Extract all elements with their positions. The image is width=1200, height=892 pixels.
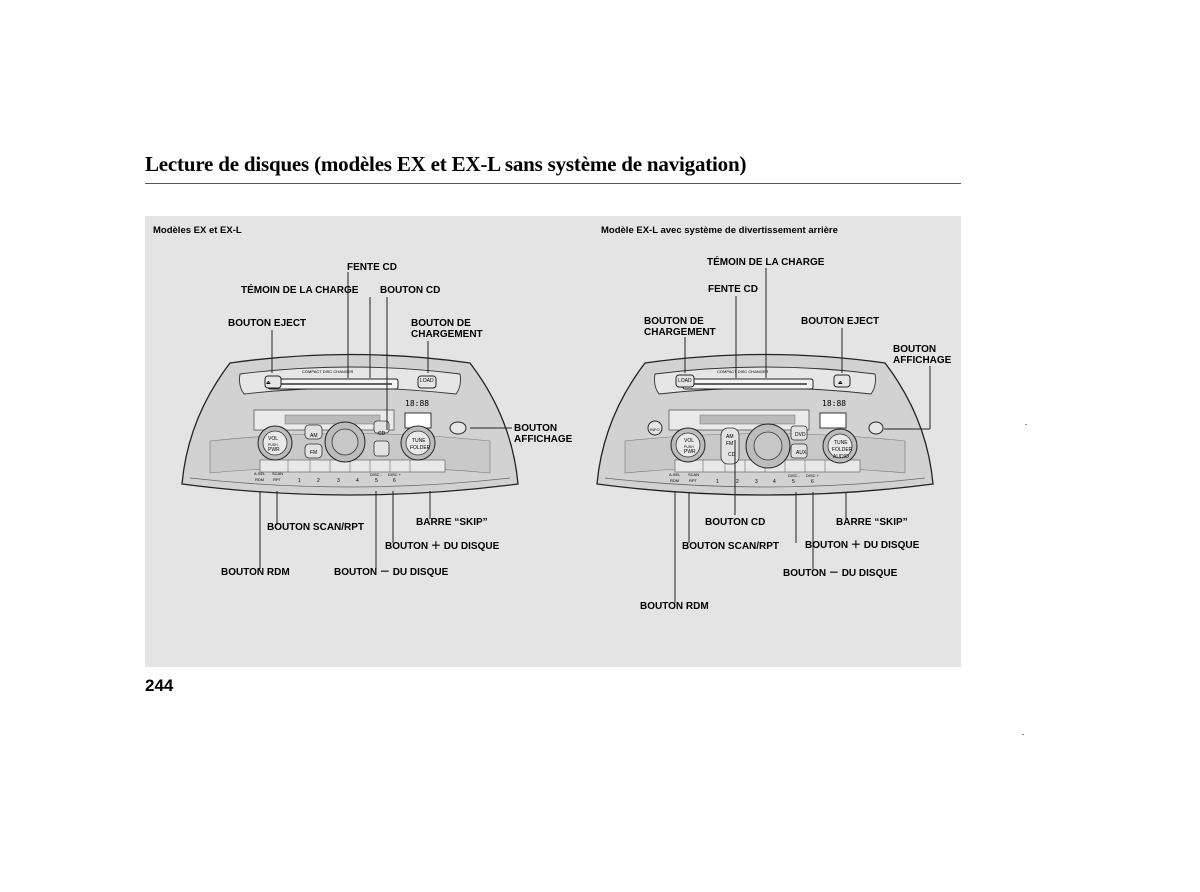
right-radio-vol: VOL <box>684 438 695 444</box>
left-radio-fm: FM <box>310 450 318 456</box>
title-rule <box>145 183 961 184</box>
right-radio-folder: FOLDER <box>832 447 853 453</box>
left-radio-preset-6: 6 <box>393 478 396 484</box>
left-label-bouton-cd: BOUTON CD <box>380 285 441 296</box>
right-label-eject: BOUTON EJECT <box>801 316 880 327</box>
right-radio-rpt: RPT <box>689 478 697 483</box>
right-label-disc-minus: BOUTON － DU DISQUE <box>783 568 898 579</box>
left-radio-push: PUSH <box>268 443 278 447</box>
scan-mark <box>1025 424 1027 425</box>
left-radio-preset-4: 4 <box>356 478 359 484</box>
right-radio-preset-2: 2 <box>736 479 739 485</box>
left-radio-disc-minus: DISC - <box>370 472 382 477</box>
left-radio-pwr: PWR <box>268 447 280 453</box>
left-radio-rpt: RPT <box>273 477 281 482</box>
left-label-temoin: TÉMOIN DE LA CHARGE <box>241 285 359 296</box>
left-label-chargement-1: BOUTON DE <box>411 318 471 329</box>
right-radio-disc-minus: DISC - <box>788 473 800 478</box>
right-radio-eject-glyph: ⏏ <box>838 380 843 386</box>
right-radio-cd: CD <box>728 452 736 458</box>
left-figure-caption: Modèles EX et EX-L <box>153 225 242 236</box>
right-label-affichage-1: BOUTON <box>893 344 937 355</box>
right-figure-caption: Modèle EX-L avec système de divertisseme… <box>601 225 838 236</box>
right-radio-audio: AUDIO <box>833 454 849 460</box>
left-label-rdm: BOUTON RDM <box>221 567 290 578</box>
left-callout-lines <box>259 272 512 569</box>
right-label-scan: BOUTON SCAN/RPT <box>682 541 780 552</box>
left-radio-vol: VOL <box>268 436 279 442</box>
right-radio-am: AM <box>726 434 734 440</box>
left-radio-preset-1: 1 <box>298 478 301 484</box>
left-label-disc-minus: BOUTON － DU DISQUE <box>334 567 449 578</box>
right-label-disc-plus: BOUTON ＋ DU DISQUE <box>805 540 920 551</box>
left-radio-am: AM <box>310 433 318 439</box>
scan-mark <box>1022 734 1024 735</box>
right-radio-aux: AUX <box>796 450 807 456</box>
left-radio-load: LOAD <box>420 378 434 384</box>
right-label-fente-cd: FENTE CD <box>708 284 758 295</box>
left-radio-preset-3: 3 <box>337 478 340 484</box>
right-radio-preset-4: 4 <box>773 479 776 485</box>
left-label-barre: BARRE “SKIP” <box>416 517 488 528</box>
left-radio-eject-glyph: ⏏ <box>266 380 271 386</box>
page-number: 244 <box>145 676 174 695</box>
left-radio-unit <box>181 353 519 496</box>
right-label-affichage-2: AFFICHAGE <box>893 355 952 366</box>
right-radio-preset-6: 6 <box>811 479 814 485</box>
right-radio-tune: TUNE <box>834 440 848 446</box>
left-radio-cd: CD <box>378 431 386 437</box>
left-radio-folder: FOLDER <box>410 445 431 451</box>
right-radio-rdm: RDM <box>670 478 680 483</box>
left-label-affichage-2: AFFICHAGE <box>514 434 573 445</box>
right-radio-scan: SCAN <box>688 472 700 477</box>
right-callout-lines <box>674 268 931 603</box>
right-radio-fm: FM <box>726 441 734 447</box>
right-radio-dvd: DVD <box>795 432 806 438</box>
left-radio-asel: A.SEL <box>254 471 266 476</box>
left-label-scan: BOUTON SCAN/RPT <box>267 522 365 533</box>
left-radio-disc-plus: DISC + <box>388 472 402 477</box>
right-radio-preset-5: 5 <box>792 479 795 485</box>
left-label-disc-plus: BOUTON ＋ DU DISQUE <box>385 541 500 552</box>
right-radio-preset-3: 3 <box>755 479 758 485</box>
right-radio-compact-disc: COMPACT DISC CHANGER <box>717 369 769 374</box>
right-radio-disc-plus: DISC + <box>806 473 820 478</box>
right-radio-pwr: PWR <box>684 449 696 455</box>
page-title: Lecture de disques (modèles EX et EX-L s… <box>145 152 747 176</box>
left-radio-preset-5: 5 <box>375 478 378 484</box>
right-label-temoin: TÉMOIN DE LA CHARGE <box>707 257 825 268</box>
left-radio-compact-disc: COMPACT DISC CHANGER <box>302 369 354 374</box>
right-label-chargement-1: BOUTON DE <box>644 316 704 327</box>
left-label-fente-cd: FENTE CD <box>347 262 397 273</box>
right-label-barre: BARRE “SKIP” <box>836 517 908 528</box>
right-label-rdm: BOUTON RDM <box>640 601 709 612</box>
left-radio-preset-2: 2 <box>317 478 320 484</box>
right-radio-asel: A.SEL <box>669 472 681 477</box>
left-label-affichage-1: BOUTON <box>514 423 558 434</box>
right-radio-preset-1: 1 <box>716 479 719 485</box>
right-label-bouton-cd: BOUTON CD <box>705 517 766 528</box>
right-label-chargement-2: CHARGEMENT <box>644 327 716 338</box>
left-radio-clock: 18:88 <box>405 399 430 408</box>
left-radio-scan: SCAN <box>272 471 284 476</box>
right-radio-info: INFO <box>650 427 660 432</box>
right-radio-unit <box>596 353 934 496</box>
left-radio-rdm: RDM <box>255 477 265 482</box>
left-label-eject: BOUTON EJECT <box>228 318 307 329</box>
left-label-chargement-2: CHARGEMENT <box>411 329 483 340</box>
right-radio-push: PUSH <box>684 445 694 449</box>
right-radio-load: LOAD <box>678 378 692 384</box>
left-radio-tune: TUNE <box>412 438 426 444</box>
right-radio-clock: 18:88 <box>822 399 847 408</box>
